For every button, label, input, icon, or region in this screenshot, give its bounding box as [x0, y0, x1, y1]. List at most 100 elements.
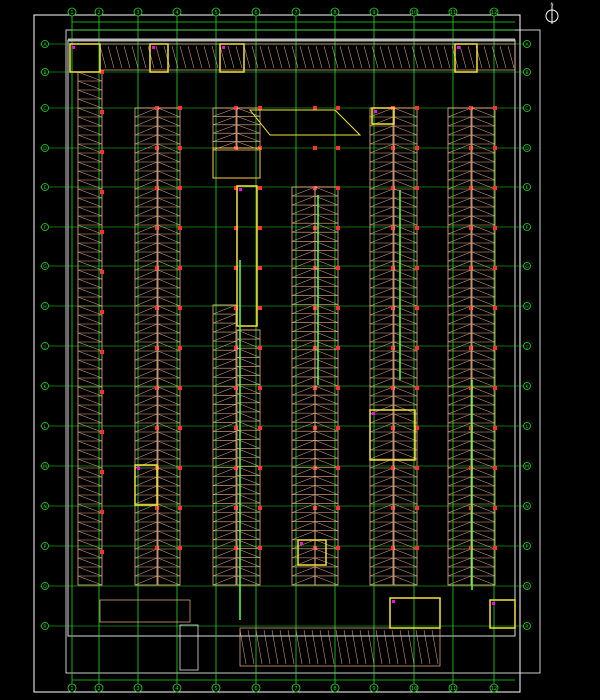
structural-column-marker — [391, 546, 395, 550]
stall-diagonal — [314, 322, 339, 332]
grid-bubble — [41, 183, 49, 191]
stall-diagonal — [212, 367, 237, 378]
grid-row-label: Q — [43, 584, 47, 590]
stall-diagonal — [77, 116, 103, 127]
stall-diagonal — [471, 188, 496, 199]
core-marker — [137, 467, 140, 470]
stall-diagonal — [447, 449, 472, 460]
stall-diagonal — [236, 329, 261, 340]
stall-diagonal — [447, 332, 472, 343]
stall-diagonal — [236, 502, 261, 513]
stall-diagonal — [259, 45, 267, 69]
stall-diagonal — [291, 186, 316, 197]
structural-column-marker — [234, 346, 238, 350]
stall-diagonal — [212, 313, 237, 324]
stall-diagonal — [187, 45, 195, 69]
stall-diagonal — [157, 539, 181, 550]
stall-diagonal — [314, 440, 339, 450]
stall-diagonal — [314, 521, 339, 531]
core-marker — [372, 412, 375, 415]
stall-diagonal — [447, 323, 472, 334]
structural-column-marker — [493, 466, 497, 470]
stall-diagonal — [447, 143, 472, 154]
stall-diagonal — [369, 494, 394, 505]
stall-diagonal — [447, 161, 472, 172]
stall-diagonal — [291, 403, 316, 414]
stall-diagonal — [447, 530, 472, 541]
stall-diagonal — [393, 476, 418, 487]
grid-row-label: K — [44, 384, 48, 390]
stall-diagonal — [157, 458, 181, 469]
grid-column-label: 6 — [254, 686, 257, 692]
stall-diagonal — [471, 206, 496, 217]
stall-diagonal — [157, 224, 181, 235]
stall-diagonal — [393, 386, 418, 397]
stall-diagonal — [447, 251, 472, 262]
stall-diagonal — [291, 241, 316, 251]
grid-column-label: 10 — [411, 686, 417, 692]
stall-diagonal — [447, 422, 472, 433]
core-marker — [222, 46, 225, 49]
stall-diagonal — [212, 476, 237, 486]
structural-column-marker — [336, 466, 340, 470]
stall-diagonal — [471, 278, 496, 289]
grid-bubble — [291, 7, 301, 17]
stall-diagonal — [157, 269, 181, 280]
stall-diagonal — [471, 170, 496, 181]
stall-diagonal — [77, 287, 103, 298]
stall-diagonal — [369, 278, 394, 289]
stall-diagonal — [77, 251, 103, 262]
stall-diagonal — [134, 152, 158, 163]
grid-row-label: F — [526, 225, 529, 231]
structural-column-marker — [234, 306, 238, 310]
stall-diagonal — [212, 557, 237, 568]
stall-diagonal — [369, 215, 394, 226]
stall-diagonal — [77, 269, 103, 280]
stall-diagonal — [236, 530, 261, 540]
stall-diagonal — [134, 539, 158, 550]
stall-diagonal — [314, 231, 339, 242]
stair-core — [236, 185, 258, 327]
stall-diagonal — [314, 313, 339, 323]
grid-bubble — [41, 582, 49, 590]
stall-diagonal — [134, 395, 158, 406]
stall-diagonal — [314, 213, 339, 224]
stall-diagonal — [236, 375, 261, 385]
stall-diagonal — [471, 242, 496, 253]
grid-row-label: A — [525, 42, 529, 48]
stall-diagonal — [157, 134, 181, 145]
stall-diagonal — [291, 458, 316, 468]
grid-column-label: 8 — [333, 10, 336, 16]
grid-column-label: 3 — [136, 686, 139, 692]
stall-diagonal — [77, 242, 103, 253]
grid-bubble — [523, 382, 531, 390]
stall-diagonal — [77, 503, 103, 514]
stall-diagonal — [134, 431, 158, 442]
stall-diagonal — [291, 213, 316, 224]
stall-diagonal — [369, 125, 394, 136]
stall-diagonal — [134, 332, 158, 343]
structural-column-marker — [493, 146, 497, 150]
structural-column-marker — [100, 390, 104, 394]
stall-diagonal — [134, 251, 158, 262]
stall-diagonal — [314, 412, 339, 423]
grid-bubble — [211, 683, 221, 693]
stall-diagonal — [471, 548, 496, 559]
stall-diagonal — [134, 287, 158, 298]
stall-diagonal — [471, 404, 496, 415]
grid-column-label: 11 — [450, 686, 456, 692]
stall-diagonal — [407, 629, 415, 665]
stall-diagonal — [171, 45, 179, 69]
grid-bubble — [172, 7, 182, 17]
structural-column-marker — [336, 266, 340, 270]
ramp-outline — [179, 624, 199, 671]
stair-core — [134, 464, 158, 506]
stall-diagonal — [471, 539, 496, 550]
stall-diagonal — [251, 45, 259, 69]
bottom-stall-row — [239, 627, 441, 667]
grid-row-label: P — [44, 544, 47, 550]
structural-column-marker — [469, 546, 473, 550]
stall-diagonal — [393, 440, 418, 451]
stall-diagonal — [134, 494, 158, 505]
stall-diagonal — [471, 161, 496, 172]
